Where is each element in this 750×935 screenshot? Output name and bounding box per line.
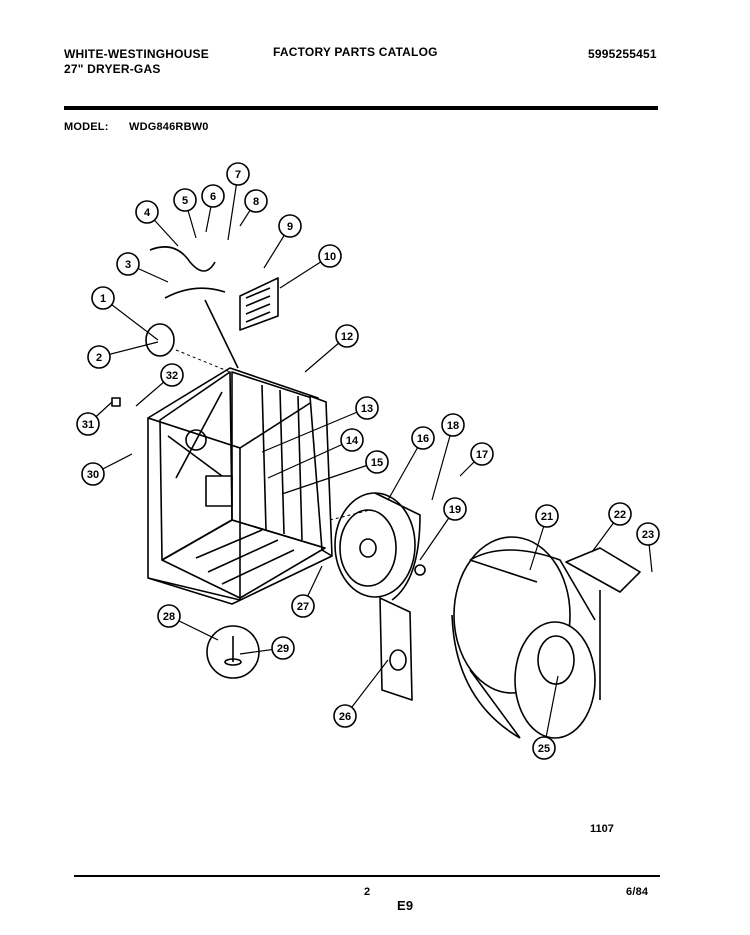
callout-label-32: 32: [166, 370, 178, 382]
lower-duct: [379, 597, 413, 701]
callout-label-26: 26: [339, 711, 351, 723]
callout-label-12: 12: [341, 331, 353, 343]
callout-label-7: 7: [235, 169, 241, 181]
leveling-rod: [204, 299, 239, 369]
callout-bubble-25: [532, 736, 556, 760]
callout-bubble-4: [135, 200, 159, 224]
bearing-cap: [145, 323, 175, 357]
callout-leader-13: [261, 407, 368, 453]
callout-label-13: 13: [361, 403, 373, 415]
lint-grille: [239, 277, 279, 331]
callout-bubble-17: [470, 442, 494, 466]
callout-bubble-10: [318, 244, 342, 268]
callout-bubble-16: [411, 426, 435, 450]
callout-label-27: 27: [297, 601, 309, 613]
date-code: 6/84: [626, 886, 649, 898]
callout-bubble-30: [81, 462, 105, 486]
callout-bubble-32: [160, 363, 184, 387]
callout-label-2: 2: [96, 352, 102, 364]
callout-bubble-27: [291, 594, 315, 618]
callout-leader-25: [543, 675, 559, 749]
callout-label-18: 18: [447, 420, 459, 432]
callout-label-14: 14: [346, 435, 359, 447]
front-bulkhead: [334, 492, 421, 601]
model-number: WDG846RBW0: [129, 121, 209, 133]
callout-bubble-13: [355, 396, 379, 420]
callout-bubble-26: [333, 704, 357, 728]
catalog-title: FACTORY PARTS CATALOG: [273, 45, 438, 59]
clip-part: [111, 397, 121, 407]
bearing-part: [414, 564, 426, 576]
callout-label-8: 8: [253, 196, 259, 208]
callout-label-28: 28: [163, 611, 175, 623]
callout-label-6: 6: [210, 191, 216, 203]
callout-bubble-6: [201, 184, 225, 208]
header-rule: [64, 106, 658, 110]
callout-bubble-22: [608, 502, 632, 526]
wire-harness: [149, 246, 216, 272]
callout-bubble-28: [157, 604, 181, 628]
callout-leader-18: [431, 424, 454, 501]
callout-label-4: 4: [144, 207, 151, 219]
drum: [451, 536, 601, 739]
callout-label-9: 9: [287, 221, 293, 233]
page-number: 2: [364, 886, 371, 898]
callout-label-5: 5: [182, 195, 188, 207]
callout-leader-15: [281, 461, 378, 495]
callout-leader-16: [387, 437, 424, 501]
callout-bubble-3: [116, 252, 140, 276]
callout-bubble-23: [636, 522, 660, 546]
callout-label-16: 16: [417, 433, 429, 445]
brand-name: WHITE-WESTINGHOUSE: [64, 47, 209, 61]
section-code: E9: [397, 898, 414, 913]
leveling-foot: [206, 625, 260, 679]
callout-label-23: 23: [642, 529, 654, 541]
callout-label-17: 17: [476, 449, 488, 461]
callout-label-31: 31: [82, 419, 94, 431]
callout-label-29: 29: [277, 643, 289, 655]
callout-label-22: 22: [614, 509, 626, 521]
callout-label-19: 19: [449, 504, 461, 516]
callout-bubble-29: [271, 636, 295, 660]
product-name: 27" DRYER-GAS: [64, 62, 161, 76]
callout-label-30: 30: [87, 469, 99, 481]
callout-label-3: 3: [125, 259, 131, 271]
callout-bubble-5: [173, 188, 197, 212]
cover-panel: [565, 547, 641, 593]
callout-bubble-14: [340, 428, 364, 452]
callout-bubble-21: [535, 504, 559, 528]
callout-bubble-19: [443, 497, 467, 521]
callout-label-10: 10: [324, 251, 336, 263]
callout-bubble-12: [335, 324, 359, 348]
callout-bubble-31: [76, 412, 100, 436]
catalog-number: 5995255451: [588, 47, 657, 61]
callout-label-15: 15: [371, 457, 383, 469]
callout-bubble-15: [365, 450, 389, 474]
foot-base: [224, 658, 242, 666]
callout-bubble-2: [87, 345, 111, 369]
footer-rule: [74, 875, 660, 877]
cabinet: [147, 367, 333, 605]
hinge-bracket: [164, 287, 226, 299]
callout-bubble-9: [278, 214, 302, 238]
figure-code: 1107: [590, 823, 614, 835]
callout-label-25: 25: [538, 743, 550, 755]
model-label: MODEL:: [64, 121, 109, 133]
callout-bubble-18: [441, 413, 465, 437]
callout-leader-14: [267, 439, 353, 479]
callout-bubble-7: [226, 162, 250, 186]
callout-bubble-8: [244, 189, 268, 213]
callout-label-1: 1: [100, 293, 106, 305]
callout-label-21: 21: [541, 511, 553, 523]
callout-bubble-1: [91, 286, 115, 310]
